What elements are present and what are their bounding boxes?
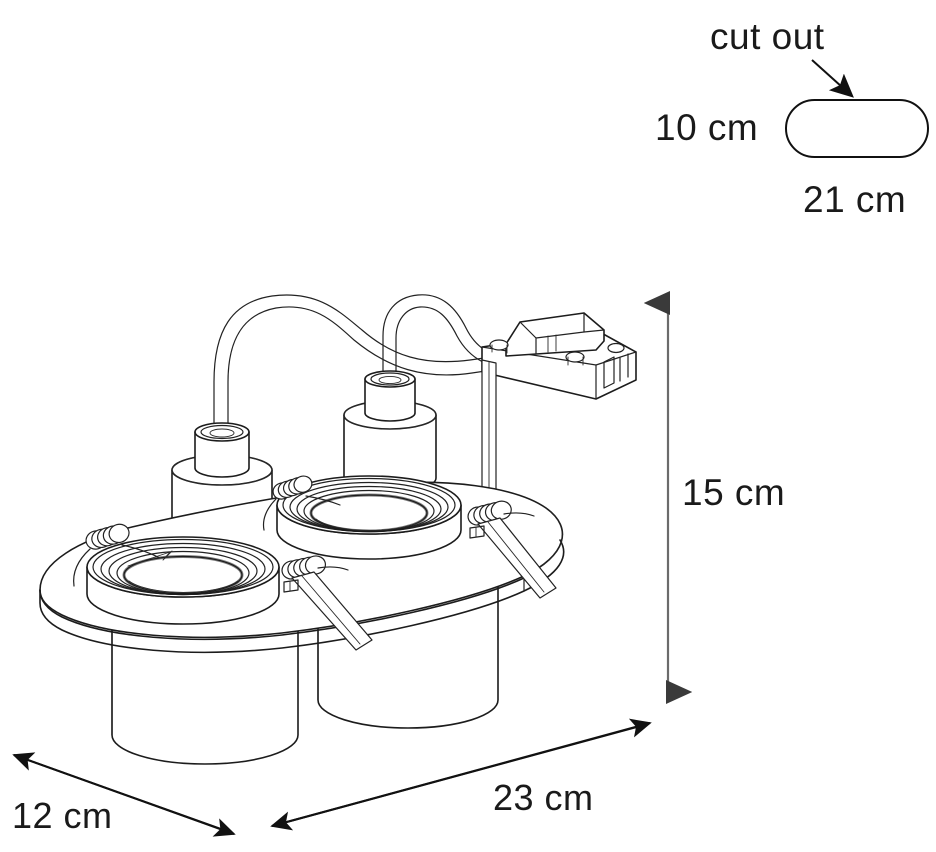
housing-cylinder-left (111, 615, 299, 765)
width-dimension-label: 23 cm (493, 777, 594, 818)
cut-out-stadium (785, 99, 929, 158)
cut-out-shape-group: 10 cm 21 cm (655, 99, 929, 220)
spring-clip-right-outer (262, 475, 341, 531)
width-dimension-line-b (271, 718, 652, 827)
spring-clip-right-inner (467, 500, 557, 599)
product-drawing-group (39, 294, 637, 765)
spring-clip-left-inner (281, 555, 373, 651)
cut-out-arrow (811, 59, 854, 98)
lamp-holder-right (343, 370, 437, 493)
spring-clip-left-outer (73, 523, 161, 587)
trim-ring-right (276, 475, 462, 560)
depth-dimension-label: 12 cm (12, 795, 113, 836)
cut-out-width-label: 21 cm (803, 179, 906, 220)
cut-out-callout-group: cut out (710, 16, 854, 98)
cut-out-height-label: 10 cm (655, 107, 758, 148)
height-dimension-label: 15 cm (682, 472, 785, 513)
trim-ring-left (86, 536, 280, 625)
dimension-depth: 12 cm (12, 752, 236, 837)
dimension-width: 23 cm (270, 718, 652, 831)
depth-dimension-line-b (13, 754, 236, 837)
cut-out-label: cut out (710, 16, 825, 57)
dimension-height: 15 cm (643, 290, 785, 705)
driver-box (481, 312, 637, 546)
